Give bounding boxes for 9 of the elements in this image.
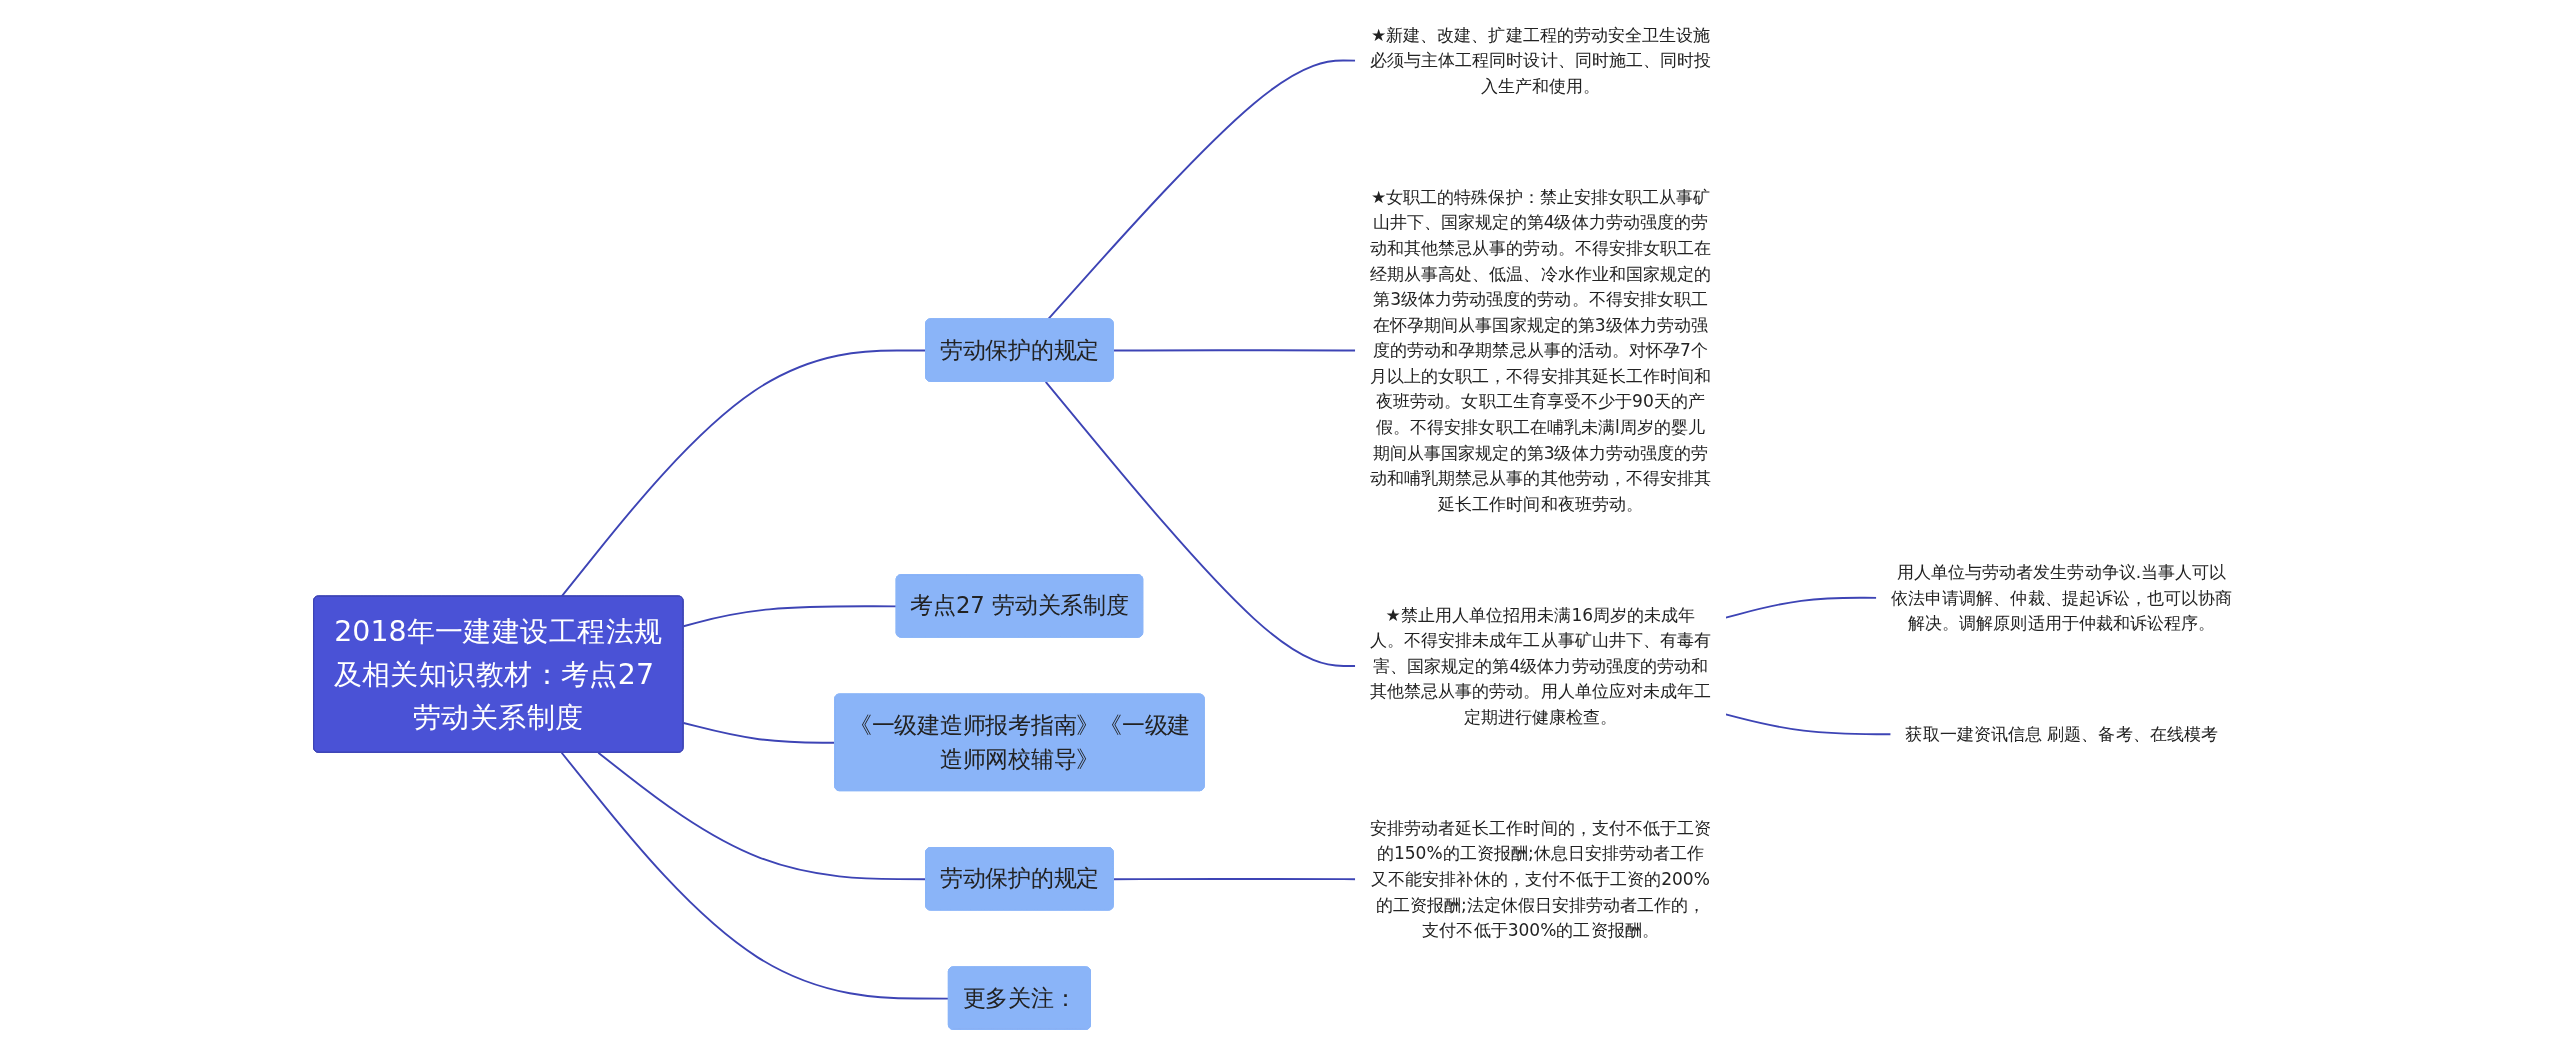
node-text: 用人单位与劳动者发生劳动争议.当事人可以依法申请调解、仲裁、提起诉讼，也可以协商解决。调解原则适用于仲裁和诉讼程序。: [1891, 561, 2233, 633]
node-text: ★女职工的特殊保护：禁止安排女职工从事矿山井下、国家规定的第4级体力劳动强度的劳动和其他禁忌从事的劳动。不得安排女职工在经期从事高处、低温、冷水作业和国家规定的第3级体力劳动强度的劳动。不得安排女职工在怀孕期间从事国家规定的第3级体力劳动强度的劳动和孕期禁忌从事的活动。对怀孕7个月以上的女职工，不得安排其延长工作时间和夜班劳动。女职工生育享受不少于90天的产假。不得安排女职工在哺乳未满l周岁的婴儿期间从事国家规定的第3级体力劳动强度的劳动和哺乳期禁忌从事的其他劳动，不得安排其延长工作时间和夜班劳动。: [1370, 186, 1712, 514]
connector: [1724, 713, 1893, 736]
node-text: ★新建、改建、扩建工程的劳动安全卫生设施必须与主体工程同时设计、同时施工、同时投入生产和使用。: [1370, 24, 1712, 96]
node-text: 获取一建资讯信息 刷题、备考、在线模考: [1905, 723, 2218, 744]
node-text: ★禁止用人单位招用未满16周岁的未成年人。不得安排未成年工从事矿山井下、有毒有害、国家规定的第4级体力劳动强度的劳动和其他禁忌从事的劳动。用人单位应对未成年工定期进行健康检查。: [1370, 604, 1712, 727]
connector: [560, 751, 950, 1000]
connector: [682, 605, 898, 628]
node-text: 安排劳动者延长工作时间的，支付不低于工资的150%的工资报酬;休息日安排劳动者工作又不能安排补休的，支付不低于工资的200%的工资报酬;法定休假日安排劳动者工作的，支付不低于300%的工资报酬。: [1370, 817, 1712, 940]
